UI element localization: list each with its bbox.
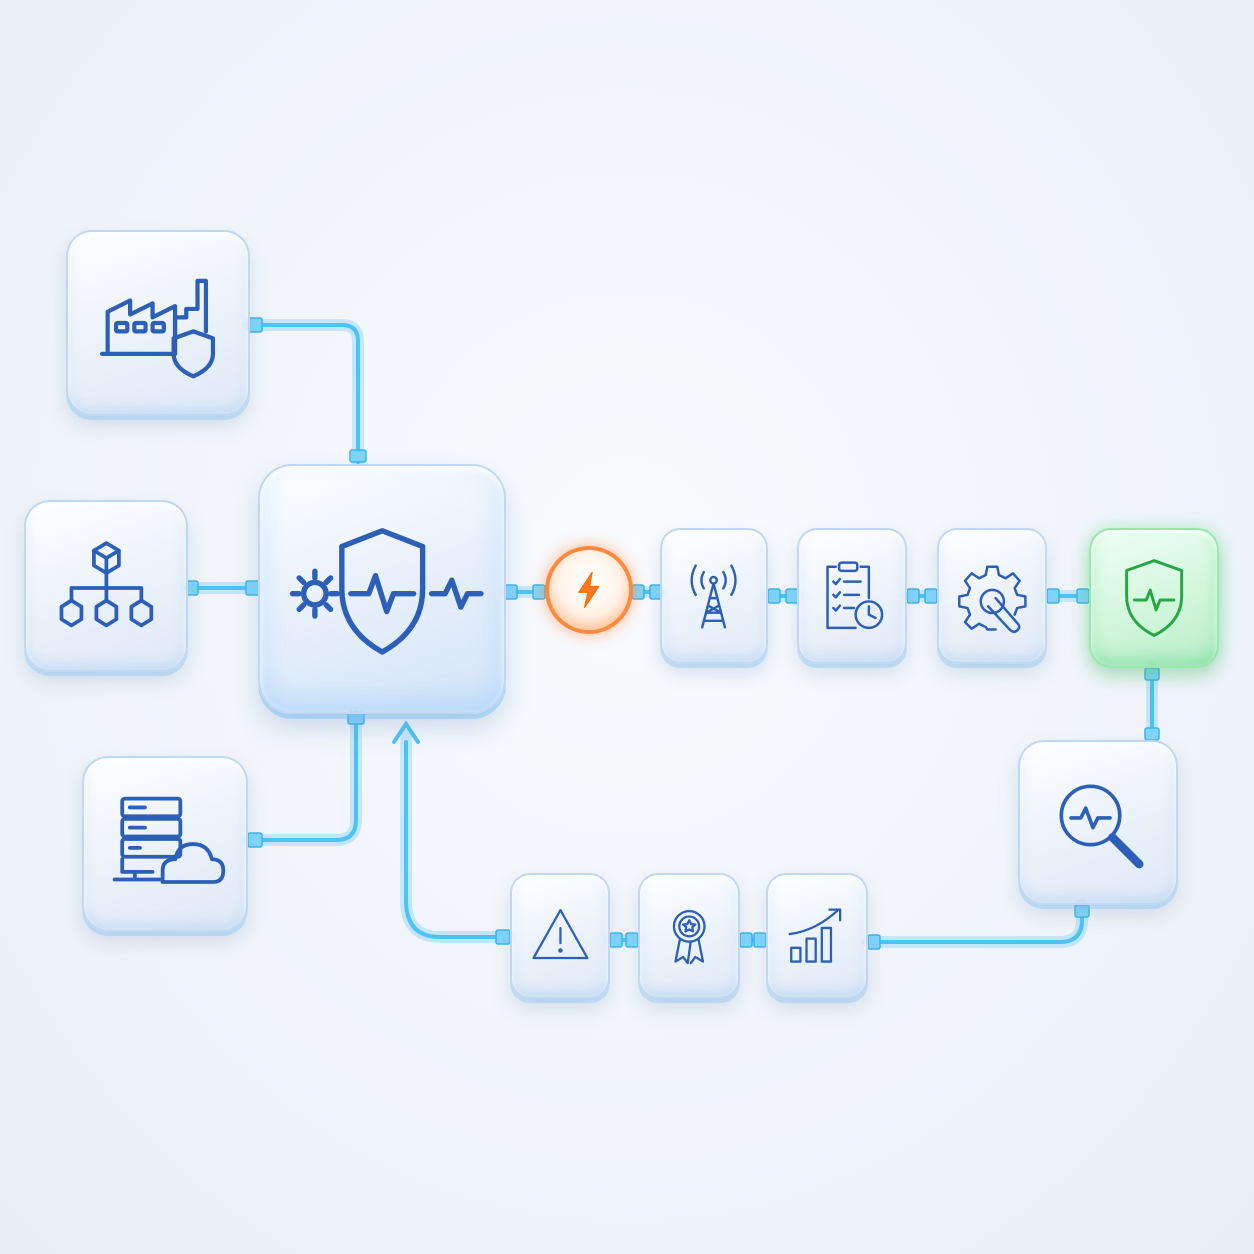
server-cloud-node[interactable] bbox=[82, 756, 248, 932]
warning-node[interactable] bbox=[510, 873, 610, 999]
maintenance-node[interactable] bbox=[937, 528, 1047, 664]
award-node[interactable] bbox=[638, 873, 740, 999]
server-cloud-icon bbox=[112, 796, 226, 884]
network-hierarchy-icon bbox=[59, 541, 153, 628]
secure-status-node[interactable] bbox=[1089, 528, 1219, 668]
connector-plugs bbox=[185, 317, 1160, 950]
antenna-tower-icon bbox=[690, 563, 738, 629]
checklist-node[interactable] bbox=[797, 528, 907, 664]
edge-server-hub bbox=[246, 710, 358, 842]
edge-warning-hub bbox=[404, 740, 512, 939]
shield-heartbeat-hub-icon bbox=[289, 527, 484, 655]
green-shield-heartbeat-icon bbox=[1125, 559, 1183, 637]
factory-shield-icon bbox=[99, 278, 215, 379]
edge-inspect-growth bbox=[866, 903, 1084, 944]
magnifier-heartbeat-icon bbox=[1059, 784, 1144, 869]
hierarchy-node[interactable] bbox=[24, 500, 188, 672]
growth-chart-icon bbox=[788, 908, 842, 964]
warning-triangle-icon bbox=[531, 909, 589, 960]
award-ribbon-icon bbox=[672, 910, 706, 965]
growth-node[interactable] bbox=[766, 873, 868, 999]
clipboard-clock-icon bbox=[825, 560, 883, 629]
lightning-bolt-icon bbox=[578, 571, 600, 609]
arrowhead-icon bbox=[392, 720, 420, 744]
antenna-node[interactable] bbox=[660, 528, 768, 664]
security-hub-node[interactable] bbox=[258, 464, 506, 714]
inspection-node[interactable] bbox=[1018, 740, 1178, 905]
edge-factory-hub bbox=[246, 323, 360, 464]
lightning-bolt-node[interactable] bbox=[545, 546, 633, 634]
factory-node[interactable] bbox=[66, 230, 250, 416]
gear-wrench-icon bbox=[957, 564, 1027, 633]
